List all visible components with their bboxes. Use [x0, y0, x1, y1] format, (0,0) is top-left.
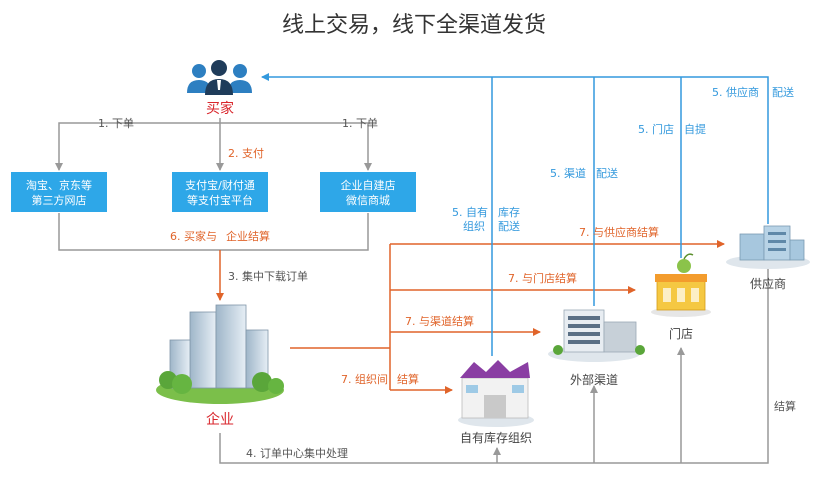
box-payment-line2: 等支付宝平台 [187, 193, 253, 207]
own-ship-label-a: 5. 自有 [452, 205, 488, 219]
own-ship-label-c: 组织 [463, 219, 485, 233]
box-own-store-line2: 微信商城 [346, 193, 390, 207]
gray-connectors [55, 118, 769, 464]
supplier-ship-label-a: 5. 供应商 [712, 85, 759, 99]
box-own-store-line1: 企业自建店 [341, 178, 396, 192]
supplier-ship-label-b: 配送 [772, 85, 794, 99]
warehouse-icon [458, 360, 534, 427]
own-ship-label-d: 配送 [498, 219, 520, 233]
external-channel-label: 外部渠道 [570, 372, 618, 387]
process-label: 4. 订单中心集中处理 [246, 446, 348, 460]
pay-label: 2. 支付 [228, 147, 264, 160]
enterprise-label: 企业 [206, 411, 234, 428]
store-label: 门店 [669, 326, 693, 341]
order-line-left [55, 122, 220, 171]
box-payment-line1: 支付宝/财付通 [185, 178, 255, 192]
channel-box-payment: 支付宝/财付通 等支付宝平台 [172, 172, 268, 212]
settle-label: 结算 [774, 399, 796, 413]
blue-connectors [261, 73, 769, 356]
enterprise-building-icon [156, 304, 284, 404]
store-icon [651, 253, 711, 317]
store-pickup-label-a: 5. 门店 [638, 122, 674, 136]
own-warehouse-label: 自有库存组织 [460, 430, 532, 445]
channel-ship-label-b: 配送 [596, 166, 618, 180]
org-settle-label-a: 7. 组织间 [341, 372, 388, 386]
order-line-right [220, 122, 372, 171]
settle6-label-b: 企业结算 [226, 229, 270, 243]
order-label-right: 1. 下单 [342, 117, 378, 130]
supplier-label: 供应商 [750, 276, 786, 291]
box-return-line [58, 213, 369, 251]
box-third-party-line1: 淘宝、京东等 [26, 178, 92, 192]
box-third-party-line2: 第三方网店 [32, 193, 87, 207]
store-pickup-label-b: 自提 [684, 123, 706, 136]
own-ship-label-b: 库存 [498, 205, 520, 219]
page-title: 线上交易，线下全渠道发货 [282, 13, 546, 38]
order-label-left: 1. 下单 [98, 117, 134, 130]
buyer-people-icon [187, 60, 252, 95]
process-line [219, 260, 769, 464]
org-settle-label-b: 结算 [397, 372, 419, 386]
channel-box-third-party: 淘宝、京东等 第三方网店 [11, 172, 107, 212]
download-label: 3. 集中下载订单 [228, 269, 308, 283]
channel-settle-label: 7. 与渠道结算 [405, 314, 474, 328]
channel-ship-label-a: 5. 渠道 [550, 166, 586, 180]
channel-box-own-store: 企业自建店 微信商城 [320, 172, 416, 212]
external-channel-building-icon [548, 309, 645, 362]
settle6-label-a: 6. 买家与 [170, 229, 217, 243]
supplier-building-icon [726, 225, 810, 269]
buyer-label: 买家 [206, 100, 234, 117]
store-settle-label: 7. 与门店结算 [508, 271, 577, 285]
buyer-return-line [261, 73, 769, 224]
supplier-settle-label: 7. 与供应商结算 [579, 225, 659, 239]
